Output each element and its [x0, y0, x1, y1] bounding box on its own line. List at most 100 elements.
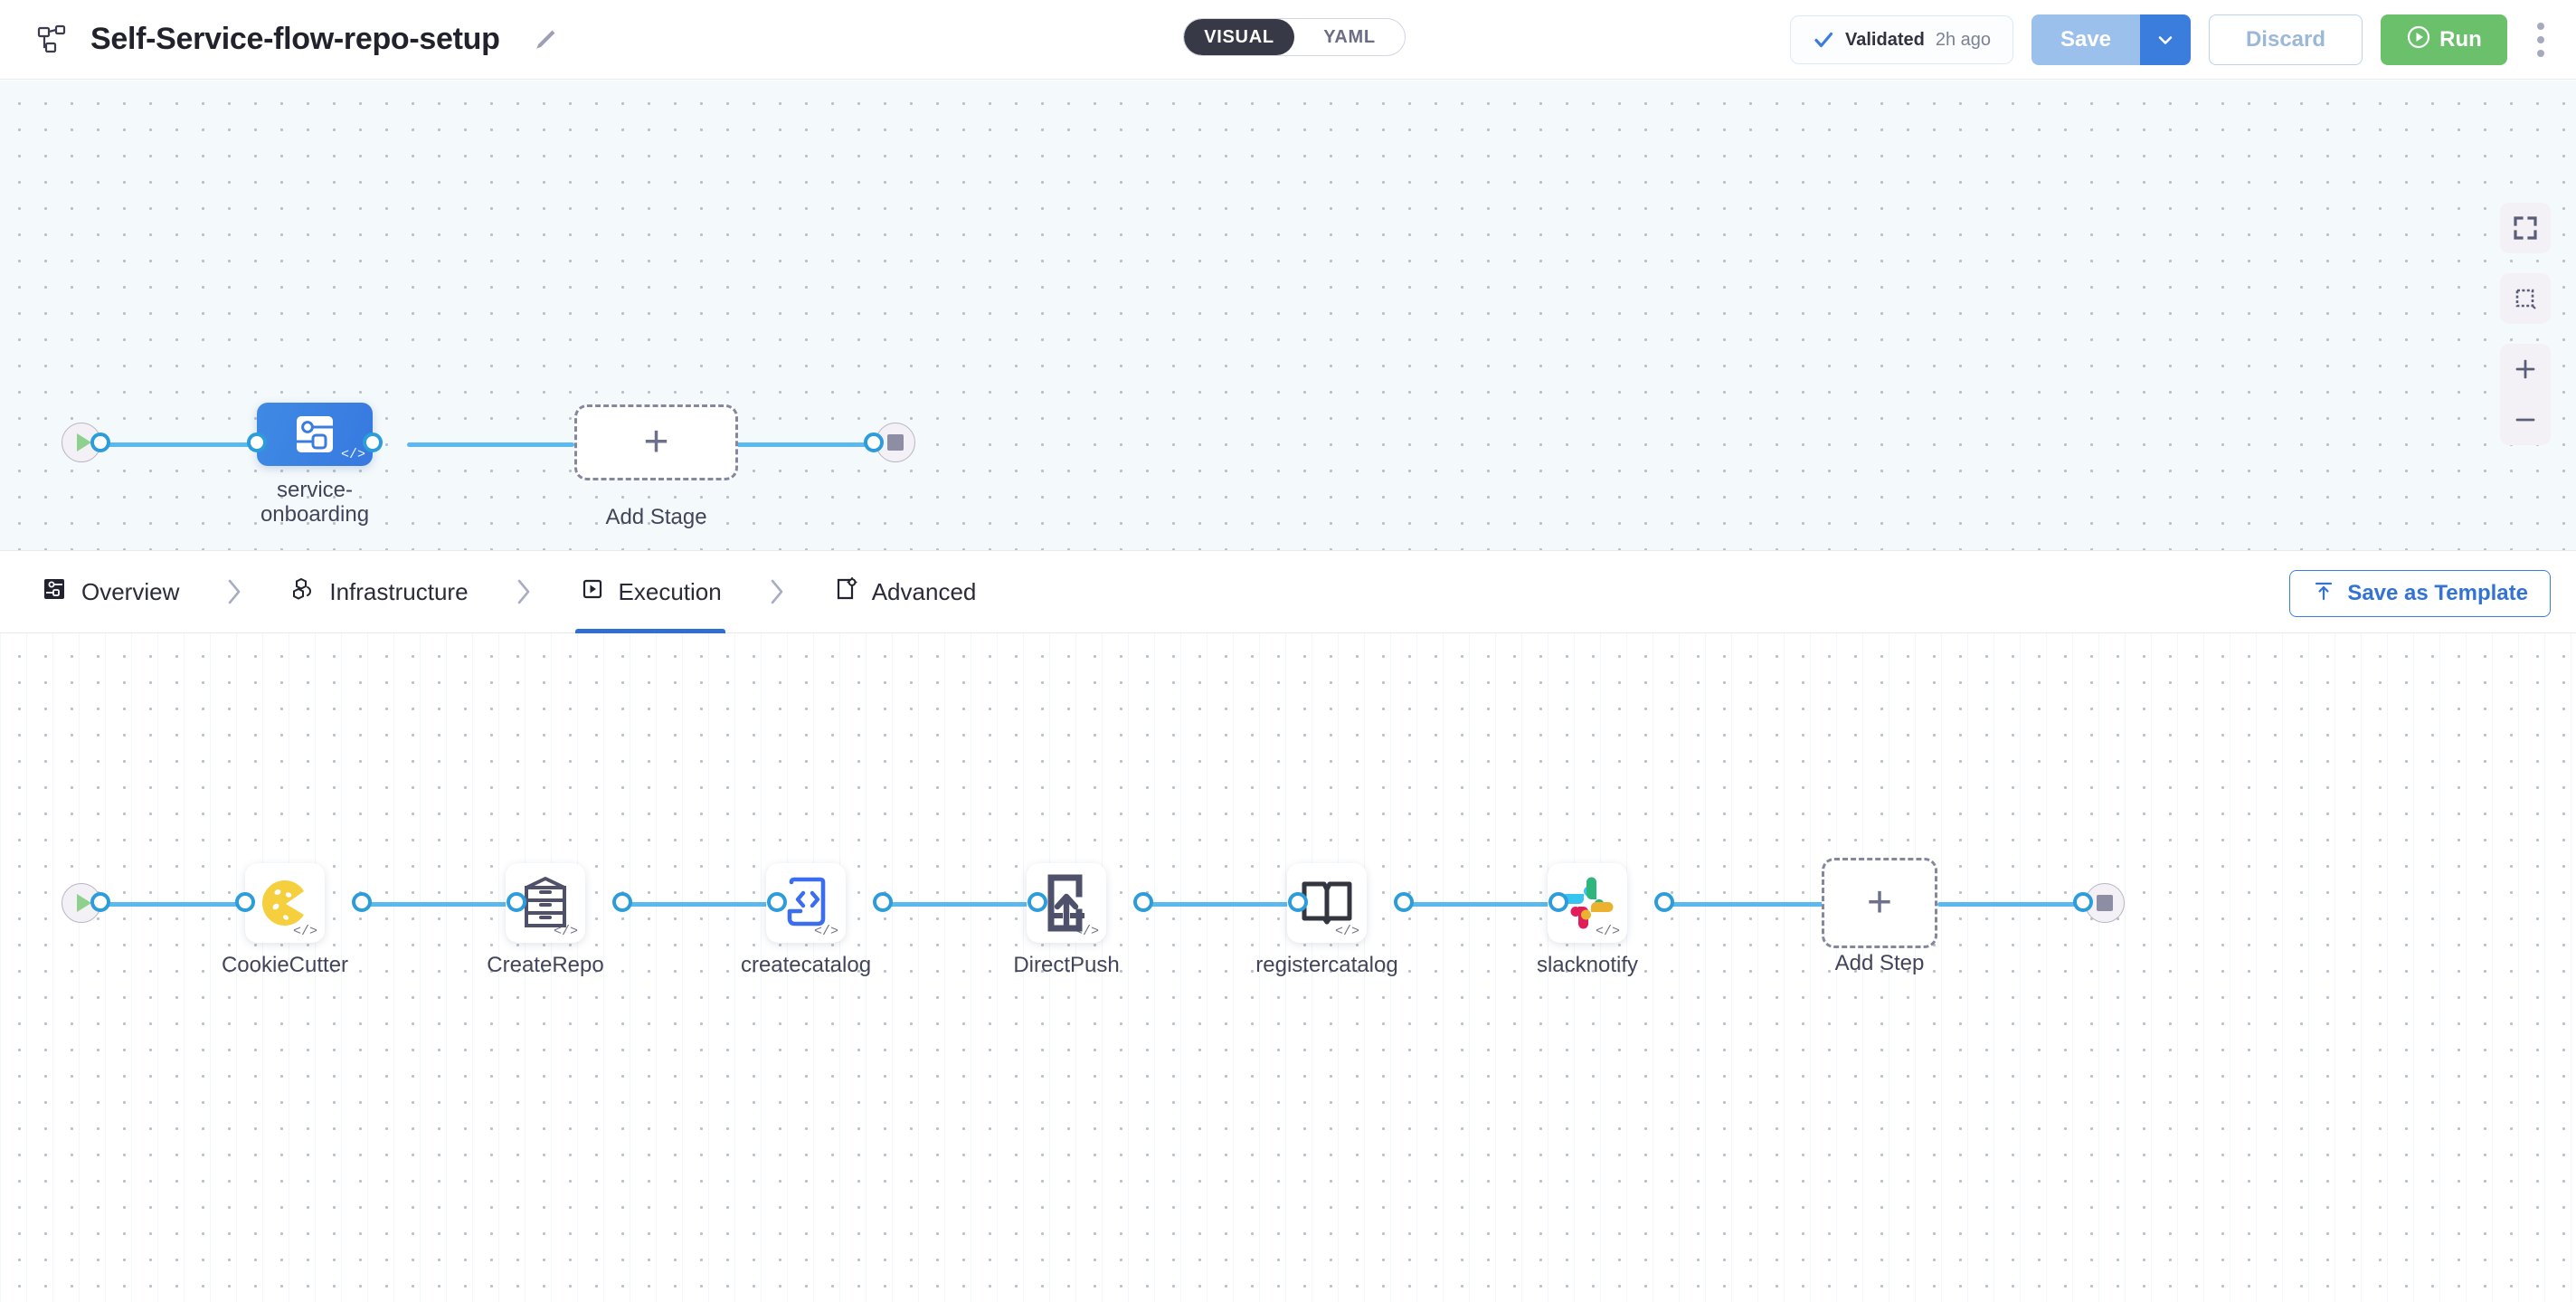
code-badge: </>	[553, 924, 578, 939]
plus-icon: +	[643, 418, 669, 466]
play-icon	[76, 433, 91, 451]
stage-node-label: service- onboarding	[260, 478, 370, 527]
tab-infrastructure-label: Infrastructure	[329, 577, 469, 605]
stop-square-icon	[887, 434, 904, 451]
step-4-input-port[interactable]	[1028, 892, 1047, 912]
step-node-label: CookieCutter	[221, 953, 349, 977]
edge-start-to-stage	[99, 442, 280, 447]
step-1-output-port[interactable]	[352, 892, 372, 912]
advanced-icon	[832, 575, 859, 609]
chevron-down-icon[interactable]	[2140, 14, 2191, 65]
tab-execution-label: Execution	[618, 577, 722, 605]
edge-step-5-to-step-6	[1404, 902, 1553, 907]
validated-label: Validated	[1845, 29, 1925, 50]
step-row: </> CookieCutter </> CreateRepo	[0, 633, 2576, 1302]
check-icon	[1813, 29, 1834, 51]
add-stage-label: Add Stage	[605, 505, 707, 529]
code-scroll-icon	[787, 877, 826, 927]
mode-option-visual[interactable]: VISUAL	[1184, 19, 1294, 55]
end-input-port[interactable]	[2073, 892, 2093, 912]
stage-config-tabs: Overview Infrastructure Execution	[0, 550, 2576, 633]
open-book-icon	[1302, 881, 1352, 925]
step-node-label: createcatalog	[740, 953, 872, 977]
cookie-icon	[262, 880, 304, 926]
edge-add-to-end	[724, 442, 873, 447]
plus-icon: +	[1866, 879, 1893, 927]
push-upload-icon	[1047, 874, 1084, 932]
add-step-button[interactable]: +	[1822, 858, 1937, 948]
discard-button[interactable]: Discard	[2209, 14, 2363, 65]
start-output-port[interactable]	[90, 892, 110, 912]
pencil-edit-icon[interactable]	[533, 26, 560, 53]
slack-logo-icon	[1561, 877, 1614, 929]
stage-input-port[interactable]	[247, 432, 267, 452]
zoom-out-icon[interactable]	[2500, 394, 2551, 445]
step-node-label: CreateRepo	[487, 953, 604, 977]
run-label: Run	[2439, 27, 2482, 52]
stage-node-service-onboarding[interactable]: </>	[257, 403, 373, 466]
mode-option-yaml[interactable]: YAML	[1323, 26, 1376, 47]
save-button-group[interactable]: Save	[2031, 14, 2191, 65]
status-badge: Validated 2h ago	[1790, 15, 2013, 64]
start-output-port[interactable]	[90, 432, 110, 452]
add-step-label: Add Step	[1834, 951, 1925, 975]
save-as-template-button[interactable]: Save as Template	[2289, 570, 2551, 617]
header-left-group: Self-Service-flow-repo-setup	[0, 22, 560, 58]
execution-icon	[579, 575, 606, 609]
app-header: Self-Service-flow-repo-setup VISUAL YAML…	[0, 0, 2576, 80]
step-node-createrepo[interactable]: </>	[506, 863, 585, 943]
step-5-output-port[interactable]	[1394, 892, 1414, 912]
stop-square-icon	[2097, 895, 2113, 911]
edge-step-6-to-add	[1664, 902, 1829, 907]
mode-toggle[interactable]: VISUAL YAML	[1183, 18, 1406, 56]
code-badge: </>	[813, 924, 838, 939]
select-area-icon[interactable]	[2500, 273, 2551, 324]
template-upload-icon	[2312, 579, 2335, 609]
step-5-input-port[interactable]	[1288, 892, 1308, 912]
add-stage-button[interactable]: +	[574, 404, 738, 480]
step-6-input-port[interactable]	[1548, 892, 1568, 912]
chevron-right-icon	[765, 576, 789, 607]
edge-step-3-to-step-4	[883, 902, 1032, 907]
step-1-input-port[interactable]	[235, 892, 255, 912]
zoom-stack	[2500, 344, 2551, 445]
step-2-input-port[interactable]	[507, 892, 526, 912]
header-right-group: Validated 2h ago Save Discard Run	[1790, 0, 2556, 80]
edge-step-4-to-step-5	[1143, 902, 1293, 907]
stage-graph-canvas[interactable]: </> service- onboarding + Add Stage	[0, 81, 2576, 550]
execution-steps-canvas[interactable]: </> CookieCutter </> CreateRepo	[0, 633, 2576, 1302]
edge-stage-to-add	[407, 442, 574, 447]
edge-start-to-step-1	[99, 902, 244, 907]
tab-advanced[interactable]: Advanced	[829, 550, 980, 633]
tab-overview-label: Overview	[81, 577, 180, 605]
run-button[interactable]: Run	[2381, 14, 2507, 65]
kebab-menu-icon[interactable]	[2525, 14, 2556, 65]
step-4-output-port[interactable]	[1133, 892, 1153, 912]
tab-infrastructure[interactable]: Infrastructure	[286, 550, 471, 633]
zoom-in-icon[interactable]	[2500, 344, 2551, 394]
page-title: Self-Service-flow-repo-setup	[90, 22, 500, 56]
canvas-zoom-controls	[2500, 203, 2551, 445]
stage-output-port[interactable]	[363, 432, 383, 452]
step-3-output-port[interactable]	[873, 892, 893, 912]
step-node-label: slacknotify	[1536, 953, 1639, 977]
step-node-label: DirectPush	[1013, 953, 1120, 977]
chevron-right-icon	[512, 576, 535, 607]
step-node-cookiecutter[interactable]: </>	[245, 863, 325, 943]
save-as-template-label: Save as Template	[2347, 581, 2528, 605]
play-circle-icon	[2406, 24, 2431, 56]
end-input-port[interactable]	[864, 432, 884, 452]
edge-step-1-to-step-2	[362, 902, 511, 907]
save-button[interactable]: Save	[2031, 14, 2140, 65]
infrastructure-icon	[289, 575, 317, 609]
overview-icon	[42, 575, 69, 609]
code-badge: </>	[292, 924, 317, 939]
step-2-output-port[interactable]	[612, 892, 632, 912]
fit-to-screen-icon[interactable]	[2500, 203, 2551, 253]
tab-execution[interactable]: Execution	[574, 550, 725, 633]
archive-drawer-icon	[525, 877, 566, 927]
step-6-output-port[interactable]	[1654, 892, 1674, 912]
tab-overview[interactable]: Overview	[38, 550, 183, 633]
pipeline-nodes-icon	[34, 22, 71, 58]
step-3-input-port[interactable]	[767, 892, 787, 912]
